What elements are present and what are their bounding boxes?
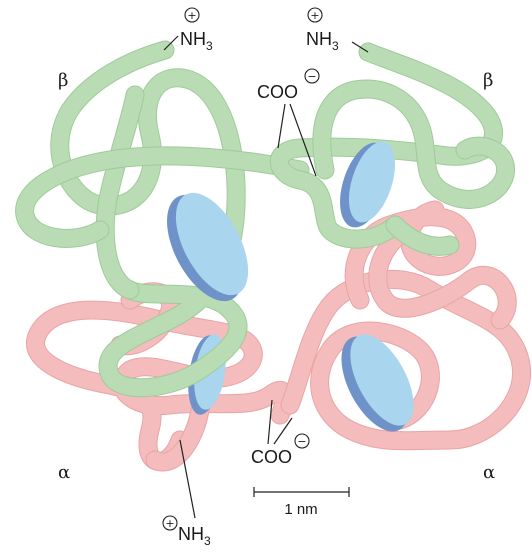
- negative-charge-icon: [304, 68, 320, 84]
- svg-text:NH3: NH3: [306, 29, 339, 53]
- heme-alpha-right: [341, 334, 414, 432]
- svg-text:COO: COO: [251, 447, 292, 467]
- svg-text:NH3: NH3: [180, 29, 213, 53]
- svg-text:−: −: [297, 435, 306, 448]
- nh3-terminus-bottom: + NH3: [162, 439, 211, 548]
- positive-charge-icon: [162, 515, 178, 531]
- heme-beta-left: [167, 192, 249, 302]
- coo-terminus-top: COO −: [257, 68, 320, 177]
- positive-charge-icon: [307, 7, 323, 23]
- heme-beta-right: [340, 141, 396, 228]
- svg-text:+: +: [165, 517, 174, 530]
- svg-text:COO: COO: [257, 82, 298, 102]
- scale-bar: 1 nm: [253, 487, 350, 518]
- alpha-label-right: α: [483, 462, 495, 483]
- beta-label-left: β: [58, 70, 68, 91]
- scale-bar-label: 1 nm: [284, 501, 317, 518]
- coo-terminus-bottom: COO −: [251, 399, 310, 467]
- svg-text:+: +: [310, 9, 319, 22]
- svg-text:−: −: [307, 70, 316, 83]
- alpha-label-left: α: [58, 462, 70, 483]
- negative-charge-icon: [294, 433, 310, 449]
- positive-charge-icon: [184, 7, 200, 23]
- beta-label-right: β: [483, 70, 493, 91]
- nh3-terminus-top-right: + NH3: [306, 7, 369, 53]
- svg-text:+: +: [187, 9, 196, 22]
- svg-text:NH3: NH3: [178, 524, 211, 548]
- beta-chain-right: [269, 42, 515, 256]
- beta-chain-left: [15, 40, 310, 398]
- nh3-terminus-top-left: + NH3: [163, 7, 213, 53]
